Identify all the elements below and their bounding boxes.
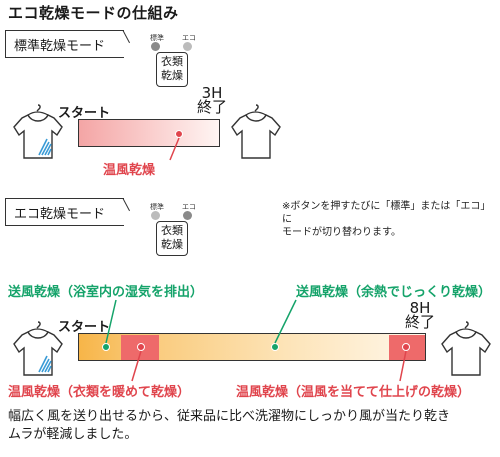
eco-warm-clothes-label: 温風乾燥（衣類を暖めて乾燥） bbox=[8, 385, 191, 400]
standard-warm-dot bbox=[175, 130, 183, 138]
eco-mode-label: エコ乾燥モード bbox=[14, 207, 106, 222]
standard-end-label: 3H 終了 bbox=[196, 84, 227, 116]
dry-clothes-button[interactable]: 衣類 乾燥 bbox=[156, 52, 188, 87]
indicator-lamp-eco-off bbox=[183, 42, 192, 51]
eco-residual-dot bbox=[271, 343, 279, 351]
eco-end-label: 8H 終了 bbox=[404, 299, 435, 331]
indicator-lamp-standard-on bbox=[151, 42, 160, 51]
wet-shirt-icon bbox=[13, 104, 63, 159]
eco-finish-dot bbox=[402, 343, 410, 351]
dry-shirt-icon bbox=[231, 104, 281, 159]
wet-shirt-icon bbox=[13, 321, 63, 376]
eco-residual-heat-label: 送風乾燥（余熱でじっくり乾燥） bbox=[296, 285, 492, 300]
standard-mode-label: 標準乾燥モード bbox=[14, 39, 106, 54]
indicator-lamp-eco-on bbox=[183, 211, 192, 220]
standard-mode-header bbox=[5, 30, 124, 58]
eco-start-label: スタート bbox=[58, 320, 111, 335]
eco-ventilation-dot bbox=[102, 343, 110, 351]
feature-description: 幅広く風を送り出せるから、従来品に比べ洗濯物にしっかり風が当たり乾き ムラが軽減… bbox=[8, 409, 451, 442]
panel-label-standard: 標準 bbox=[150, 34, 164, 42]
indicator-lamp-standard-off bbox=[151, 211, 160, 220]
panel-label-standard: 標準 bbox=[150, 203, 164, 211]
panel-label-eco: エコ bbox=[182, 34, 196, 42]
panel-label-eco: エコ bbox=[182, 203, 196, 211]
mode-switch-note: ※ボタンを押すたびに「標準」または「エコ」に モードが切り替わります。 bbox=[282, 201, 491, 238]
dry-shirt-icon bbox=[441, 321, 491, 376]
standard-start-label: スタート bbox=[58, 106, 111, 121]
eco-ventilation-label: 送風乾燥（浴室内の湿気を排出） bbox=[8, 285, 204, 300]
page-title: エコ乾燥モードの仕組み bbox=[8, 4, 179, 22]
eco-warm-clothes-dot bbox=[137, 343, 145, 351]
standard-warm-dry-label: 温風乾燥 bbox=[103, 163, 156, 178]
eco-mode-header bbox=[5, 198, 124, 226]
eco-finish-label: 温風乾燥（温風を当てて仕上げの乾燥） bbox=[236, 385, 471, 400]
dry-clothes-button[interactable]: 衣類 乾燥 bbox=[156, 221, 188, 256]
standard-timeline-bar bbox=[78, 119, 220, 147]
